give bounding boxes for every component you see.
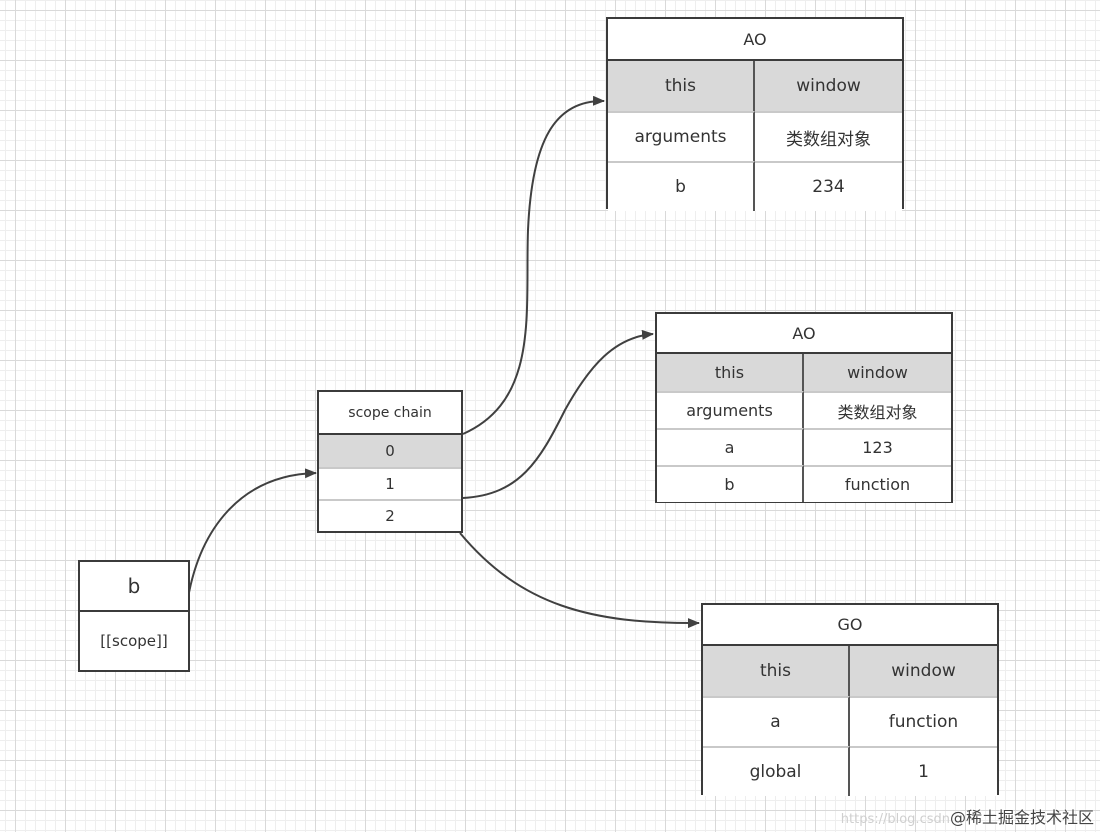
scope-chain-title: scope chain	[319, 392, 461, 435]
global-object: GO this window a function global 1	[701, 603, 999, 796]
activation-object-top: AO this window arguments 类数组对象 b 234	[606, 17, 904, 211]
go-key: this	[703, 646, 850, 696]
ao-mid-value: window	[804, 354, 951, 391]
ao-top-value: 234	[755, 161, 902, 211]
ao-mid-key: this	[657, 354, 804, 391]
arrow-scope-1-to-ao-mid	[462, 329, 654, 499]
arrow-scope-0-to-ao-top	[462, 95, 605, 435]
scope-chain-item-1: 1	[319, 467, 461, 499]
ao-mid-key: arguments	[657, 391, 804, 428]
ao-top-key: arguments	[608, 111, 755, 161]
watermark-url: https://blog.csdn	[840, 812, 950, 827]
ao-mid-value: function	[804, 465, 951, 502]
scope-chain-item-0: 0	[319, 435, 461, 467]
ao-mid-value: 类数组对象	[804, 391, 951, 428]
go-value: 1	[850, 746, 997, 796]
go-title: GO	[703, 605, 997, 646]
go-key: a	[703, 696, 850, 746]
scope-chain-box: scope chain 0 1 2	[317, 390, 463, 533]
ao-mid-key: a	[657, 428, 804, 465]
watermark-site: @稀土掘金技术社区	[949, 808, 1094, 827]
watermark: https://blog.csdn@稀土掘金技术社区	[841, 804, 1094, 828]
go-value: function	[850, 696, 997, 746]
ao-top-key: b	[608, 161, 755, 211]
function-b-scope-property: [[scope]]	[100, 632, 168, 650]
scope-chain-item-2: 2	[319, 499, 461, 531]
ao-top-key: this	[608, 61, 755, 111]
activation-object-middle: AO this window arguments 类数组对象 a 123 b f…	[655, 312, 953, 503]
arrow-b-to-scope-chain	[187, 468, 317, 599]
function-b-box: b [[scope]]	[78, 560, 190, 672]
go-key: global	[703, 746, 850, 796]
ao-mid-title: AO	[657, 314, 951, 354]
go-value: window	[850, 646, 997, 696]
arrow-scope-2-to-go	[459, 532, 700, 629]
ao-mid-value: 123	[804, 428, 951, 465]
function-b-title: b	[80, 562, 188, 612]
ao-mid-key: b	[657, 465, 804, 502]
ao-top-value: 类数组对象	[755, 111, 902, 161]
ao-top-value: window	[755, 61, 902, 111]
ao-top-title: AO	[608, 19, 902, 61]
